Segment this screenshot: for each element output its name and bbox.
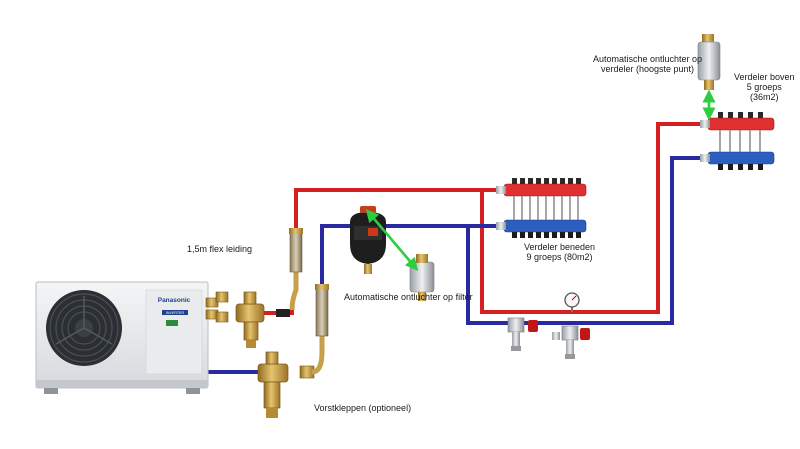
fill-drain-valve-right <box>552 325 590 359</box>
label-manifold-upper-line1: Verdeler boven <box>734 72 795 82</box>
frost-valve-lower <box>257 351 315 418</box>
air-vent-manifold <box>697 34 721 90</box>
filter-separator <box>350 206 386 274</box>
manifold-lower <box>496 178 587 238</box>
label-vent-on-manifold-line2: verdeler (hoogste punt) <box>601 64 695 74</box>
label-vent-on-manifold-line1: Automatische ontluchter op <box>593 54 703 64</box>
manifold-lower-outlets <box>512 178 581 184</box>
heat-pump-brand: Panasonic <box>158 297 191 304</box>
pressure-gauge-icon <box>564 292 580 312</box>
label-manifold-upper-line3: (36m2) <box>750 92 779 102</box>
fill-drain-valve-left <box>507 317 538 351</box>
flex-hose-supply <box>289 228 303 311</box>
return-pipe-flex <box>320 224 508 286</box>
label-manifold-lower-line1: Verdeler beneden <box>524 242 596 252</box>
label-frost-valves: Vorstkleppen (optioneel) <box>314 403 412 413</box>
label-flex-hose: 1,5m flex leiding <box>187 244 253 254</box>
fan-grille-icon <box>46 290 122 366</box>
return-pipes <box>207 156 712 374</box>
label-manifold-lower-line2: 9 groeps (80m2) <box>526 252 593 262</box>
vent-arrow-filter <box>365 209 419 271</box>
label-manifold-lower: Verdeler beneden 9 groeps (80m2) <box>524 242 595 262</box>
frost-valve-upper <box>235 291 290 348</box>
label-manifold-upper-line2: 5 groeps <box>746 82 782 92</box>
supply-pipe-branch <box>480 122 712 314</box>
manifold-upper <box>700 112 775 170</box>
label-manifold-upper: Verdeler boven 5 groeps (36m2) <box>734 72 795 102</box>
hp-connection-fittings <box>205 291 229 323</box>
flex-hose-return <box>311 284 329 375</box>
heat-pump-unit: Panasonic INVERTER <box>35 281 209 394</box>
heat-pump-badge: INVERTER <box>166 311 185 315</box>
label-vent-on-manifold: Automatische ontluchter op verdeler (hoo… <box>593 54 702 74</box>
label-vent-on-filter: Automatische ontluchter op filter <box>344 292 473 302</box>
supply-pipes <box>262 122 712 315</box>
return-pipe-branch <box>466 156 712 325</box>
